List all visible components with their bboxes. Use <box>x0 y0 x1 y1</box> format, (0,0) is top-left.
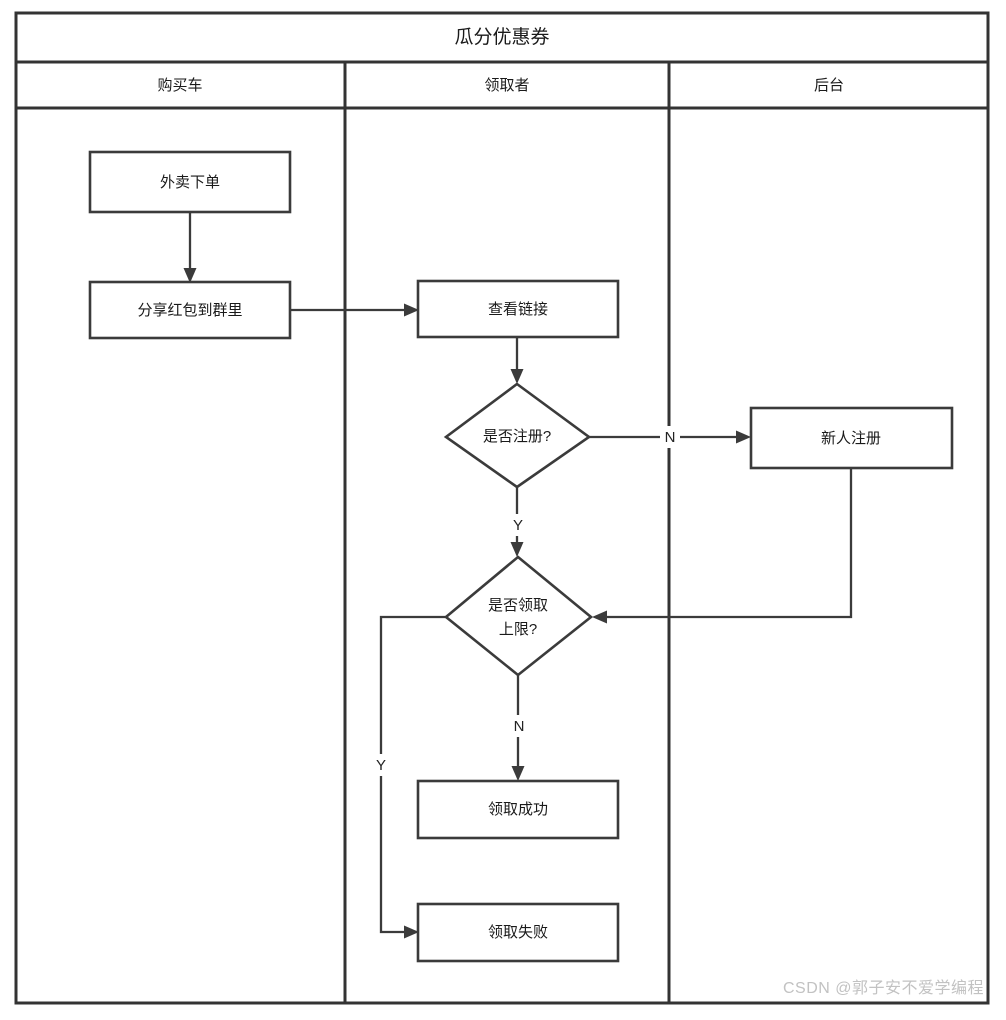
edge-limit-yes-to-fail: Y <box>372 615 446 939</box>
lane-header-backend: 后台 <box>814 77 844 94</box>
node-is-registered-shape[interactable] <box>443 382 592 489</box>
edge-order-to-share <box>183 212 197 283</box>
node-claim-fail-shape[interactable] <box>416 902 620 963</box>
diagram-title: 瓜分优惠券 <box>454 26 549 48</box>
edge-share-to-viewlink <box>290 303 419 317</box>
node-claim-success-label: 领取成功 <box>488 801 548 818</box>
node-new-user-register[interactable]: 新人注册 <box>749 406 954 470</box>
node-order-food-shape[interactable] <box>88 150 292 214</box>
node-share-redpacket[interactable]: 分享红包到群里 <box>88 280 292 340</box>
node-claim-fail[interactable]: 领取失败 <box>416 902 620 963</box>
node-is-registered-label: 是否注册? <box>483 428 551 445</box>
node-view-link-label: 查看链接 <box>488 301 548 318</box>
edge-limit-no-to-success: N <box>509 675 529 781</box>
node-is-claim-limit[interactable]: 是否领取 上限? <box>443 555 594 677</box>
node-order-food[interactable]: 外卖下单 <box>88 150 292 214</box>
node-order-food-label: 外卖下单 <box>160 174 220 191</box>
node-view-link[interactable]: 查看链接 <box>416 279 620 339</box>
node-is-claim-limit-label-line1: 是否领取 <box>488 597 548 614</box>
node-is-registered[interactable]: 是否注册? <box>443 382 592 489</box>
node-view-link-shape[interactable] <box>416 279 620 339</box>
lane-header-buyer: 购买车 <box>157 77 202 94</box>
node-share-redpacket-shape[interactable] <box>88 280 292 340</box>
edge-label-registered-no: N <box>665 429 676 446</box>
edge-label-limit-yes: Y <box>376 757 386 774</box>
edge-viewlink-to-registered <box>510 337 524 384</box>
node-is-claim-limit-label-line2: 上限? <box>499 621 537 638</box>
node-share-redpacket-label: 分享红包到群里 <box>137 302 242 319</box>
edge-label-registered-yes: Y <box>513 517 523 534</box>
edge-registered-yes-to-limit: Y <box>509 487 527 557</box>
lane-header-receiver: 领取者 <box>484 77 529 94</box>
node-claim-fail-label: 领取失败 <box>488 924 548 941</box>
edge-newuser-to-limit <box>592 468 853 624</box>
node-claim-success-shape[interactable] <box>416 779 620 840</box>
edge-label-limit-no: N <box>514 718 525 735</box>
edge-registered-no-to-newuser: N <box>589 426 751 448</box>
csdn-watermark: CSDN @郭子安不爱学编程 <box>782 980 984 997</box>
node-new-user-register-label: 新人注册 <box>821 430 881 447</box>
node-claim-success[interactable]: 领取成功 <box>416 779 620 840</box>
node-is-claim-limit-shape[interactable] <box>443 555 594 677</box>
node-new-user-register-shape[interactable] <box>749 406 954 470</box>
